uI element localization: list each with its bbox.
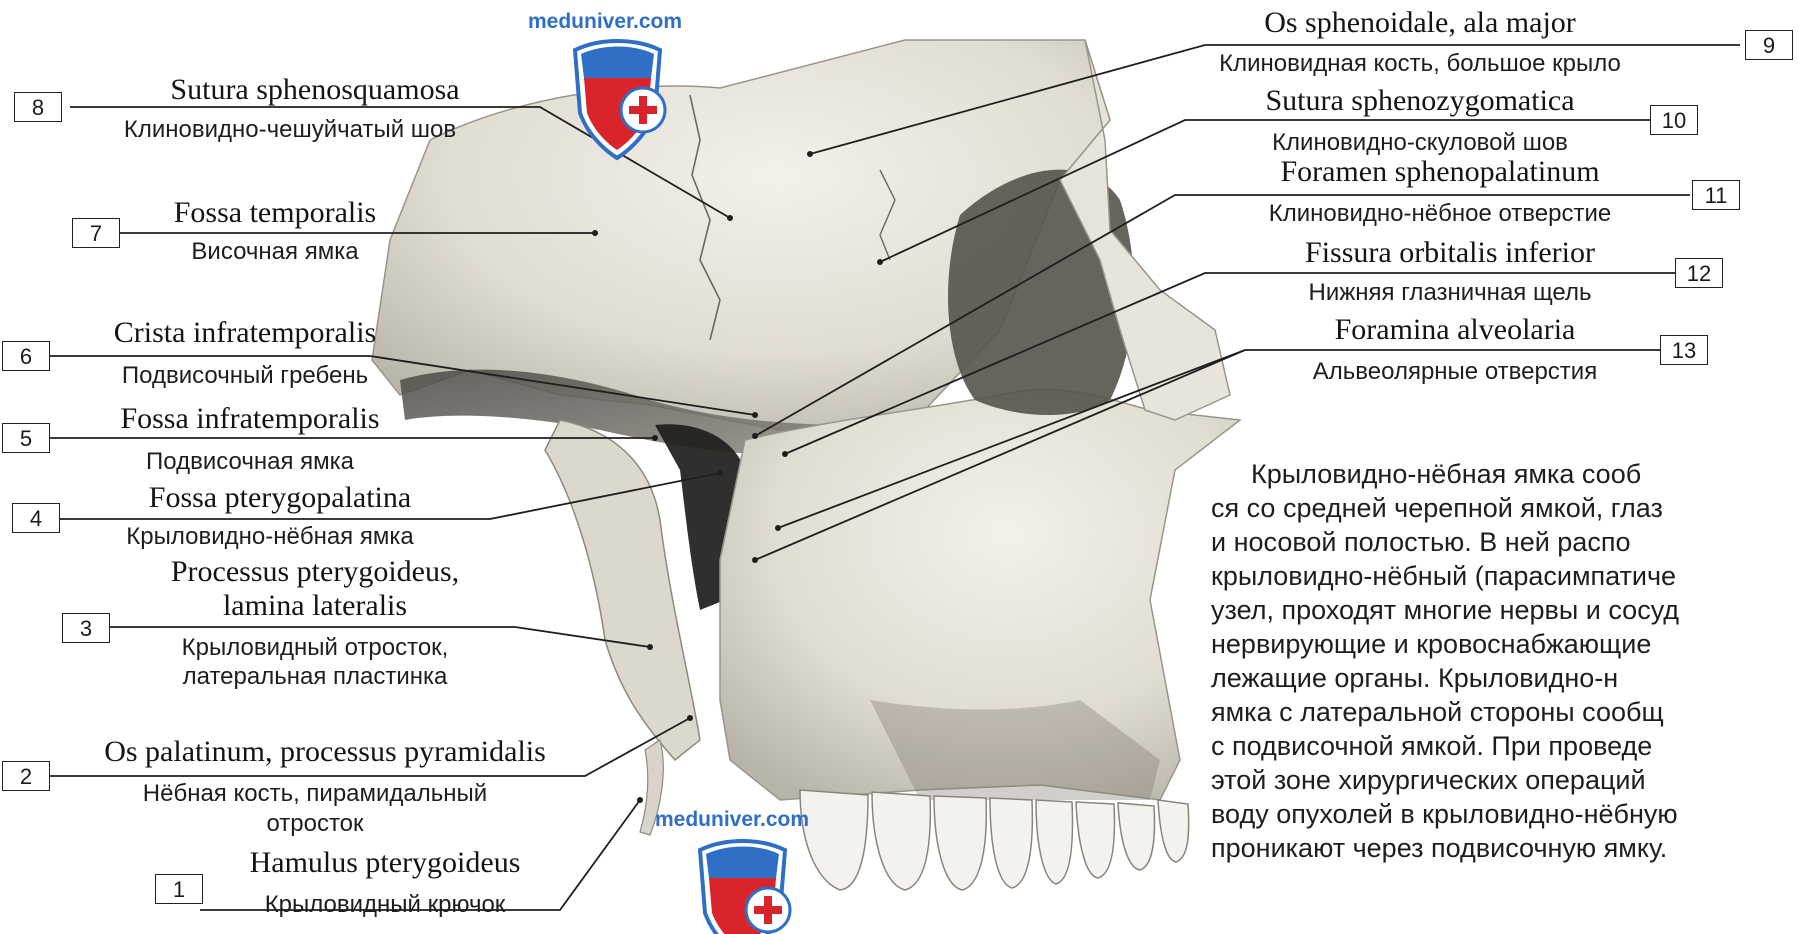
label-number-3: 3 [62, 613, 110, 643]
description-line: нервирующие и кровоснабжающие [1211, 627, 1799, 661]
russian-label-11: Клиновидно-нёбное отверстие [1210, 202, 1670, 226]
latin-label-8: Sutura sphenosquamosa [105, 75, 525, 105]
latin-label-3-line2: lamina lateralis [125, 591, 505, 621]
watermark-text: meduniver.com [655, 808, 809, 832]
latin-label-5: Fossa infratemporalis [60, 404, 440, 434]
latin-label-10: Sutura sphenozygomatica [1220, 86, 1620, 116]
upper-teeth [800, 790, 1189, 890]
latin-label-7: Fossa temporalis [110, 198, 440, 228]
label-number-10: 10 [1650, 105, 1698, 135]
latin-label-3: Processus pterygoideus, [125, 557, 505, 587]
russian-label-6: Подвисочный гребень [55, 364, 435, 388]
description-line: ся со средней черепной ямкой, глаз [1211, 491, 1799, 525]
latin-label-4: Fossa pterygopalatina [90, 483, 470, 513]
label-number-13: 13 [1660, 335, 1708, 365]
latin-label-2: Os palatinum, processus pyramidalis [65, 737, 585, 767]
label-number-6: 6 [2, 341, 50, 371]
russian-label-4: Крыловидно-нёбная ямка [80, 525, 460, 549]
russian-label-2-line2: отросток [80, 812, 550, 836]
description-line: этой зоне хирургических операций [1211, 763, 1799, 797]
russian-label-3: Крыловидный отросток, [125, 636, 505, 660]
description-line: крыловидно-нёбный (парасимпатиче [1211, 559, 1799, 593]
description-line: с подвисочной ямкой. При проведе [1211, 729, 1799, 763]
russian-label-2: Нёбная кость, пирамидальный [80, 782, 550, 806]
russian-label-7: Височная ямка [110, 240, 440, 264]
medical-shield-icon [700, 841, 790, 934]
description-line: узел, проходят многие нервы и сосуд [1211, 593, 1799, 627]
latin-label-11: Foramen sphenopalatinum [1235, 157, 1645, 187]
watermark-text: meduniver.com [528, 10, 682, 34]
label-number-1: 1 [155, 874, 203, 904]
description-line: ямка с латеральной стороны сообщ [1211, 695, 1799, 729]
label-number-12: 12 [1675, 258, 1723, 288]
description-line: проникают через подвисочную ямку. [1211, 831, 1799, 865]
russian-label-13: Альвеолярные отверстия [1265, 360, 1645, 384]
description-line: лежащие органы. Крыловидно-н [1211, 661, 1799, 695]
latin-label-9: Os sphenoidale, ala major [1220, 8, 1620, 38]
latin-label-12: Fissura orbitalis inferior [1240, 238, 1660, 268]
russian-label-10: Клиновидно-скуловой шов [1220, 131, 1620, 155]
latin-label-6: Crista infratemporalis [55, 318, 435, 348]
label-number-11: 11 [1692, 180, 1740, 210]
description-line: и носовой полостью. В ней распо [1211, 525, 1799, 559]
latin-label-13: Foramina alveolaria [1265, 315, 1645, 345]
russian-label-5: Подвисочная ямка [60, 450, 440, 474]
russian-label-9: Клиновидная кость, большое крыло [1195, 52, 1645, 76]
latin-label-1: Hamulus pterygoideus [215, 848, 555, 878]
label-number-9: 9 [1745, 30, 1793, 60]
description-line: Крыловидно-нёбная ямка сооб [1211, 457, 1799, 491]
russian-label-8: Клиновидно-чешуйчатый шов [70, 118, 510, 142]
pterygoid-process [545, 420, 700, 760]
russian-label-3-line2: латеральная пластинка [125, 665, 505, 689]
label-number-8: 8 [14, 92, 62, 122]
label-number-5: 5 [2, 423, 50, 453]
label-number-2: 2 [2, 761, 50, 791]
russian-label-1: Крыловидный крючок [215, 893, 555, 917]
russian-label-12: Нижняя глазничная щель [1240, 281, 1660, 305]
description-line: воду опухолей в крыловидно-нёбную [1211, 797, 1799, 831]
description-paragraph: Крыловидно-нёбная ямка сооб ся со средне… [1211, 457, 1799, 865]
label-number-4: 4 [12, 503, 60, 533]
